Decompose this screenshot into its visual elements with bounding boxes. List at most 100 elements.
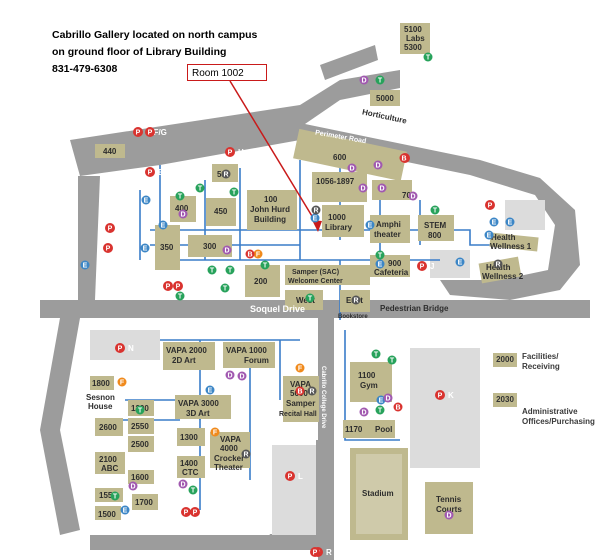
parking-extra-4-marker-letter: P — [313, 550, 318, 557]
elevator-2-marker — [140, 243, 150, 253]
building-2100-abc — [95, 452, 125, 474]
parking-pk-marker-letter: P — [438, 393, 443, 400]
building-2550 — [128, 418, 154, 434]
label-horticulture: Horticulture — [361, 107, 408, 125]
building-vapa-3000 — [175, 395, 231, 419]
transit-6-marker — [175, 291, 185, 301]
disabled-8-marker — [237, 371, 247, 381]
gallery-phone: 831-479-6308 — [52, 63, 118, 75]
elevator-3-marker — [375, 259, 385, 269]
elevator-12-marker-letter: E — [123, 508, 128, 515]
building-1056 — [312, 172, 367, 202]
disabled-11-marker-letter: D — [361, 410, 366, 417]
transit-12-marker — [207, 265, 217, 275]
building-450 — [206, 198, 236, 226]
label-amphi: Amphi — [376, 220, 401, 229]
label-5300: 5300 — [404, 43, 422, 52]
label-100: 100 — [264, 195, 278, 204]
transit-2-marker — [175, 191, 185, 201]
building-1170-pool — [343, 420, 395, 438]
transit-4-marker — [260, 260, 270, 270]
label-2dart: 2D Art — [172, 356, 196, 365]
soquel-drive-label: Soquel Drive — [250, 304, 305, 314]
parking-ph-marker-letter: P — [228, 150, 233, 157]
parking-ph-marker — [225, 147, 235, 157]
parking-pab-marker — [173, 281, 183, 291]
parking-lot-label-pr: R — [326, 548, 332, 557]
parking-pe-marker — [145, 167, 155, 177]
transit-11-marker — [188, 485, 198, 495]
south-west-road — [40, 318, 80, 535]
elevator-9-marker — [310, 213, 320, 223]
parking-pp-marker-letter: P — [488, 203, 493, 210]
transit-3-marker — [229, 187, 239, 197]
callout-arrow — [312, 220, 322, 232]
label-theater2: Theater — [214, 463, 243, 472]
label-3dart: 3D Art — [186, 409, 210, 418]
food-2-marker-letter: F — [120, 380, 125, 387]
label-800: 800 — [428, 231, 442, 240]
label-tennis: Tennis — [436, 495, 462, 504]
bus-0-marker-letter: B — [401, 156, 406, 163]
transit-16-marker-letter: T — [378, 253, 383, 260]
label-900: 900 — [388, 259, 402, 268]
transit-10-marker — [135, 405, 145, 415]
west-road — [78, 176, 100, 300]
parking-lot-label-pk: K — [448, 391, 454, 400]
transit-16-marker — [375, 250, 385, 260]
label-vapa5000a: VAPA — [290, 380, 311, 389]
disabled-2-marker-letter: D — [375, 163, 380, 170]
disabled-9-marker — [128, 481, 138, 491]
transit-14-marker — [430, 205, 440, 215]
transit-13-marker-letter: T — [228, 268, 233, 275]
disabled-3-marker — [358, 183, 368, 193]
food-1-marker — [210, 427, 220, 437]
parking-extra-2-marker — [181, 507, 191, 517]
label-cafeteria: Cafeteria — [374, 268, 409, 277]
parking-pp-marker — [485, 200, 495, 210]
disabled-0-marker — [359, 75, 369, 85]
elevator-8-marker — [365, 220, 375, 230]
food-3-marker — [295, 363, 305, 373]
disabled-6-marker — [222, 245, 232, 255]
lot-l — [272, 445, 316, 535]
disabled-2-marker — [373, 160, 383, 170]
transit-14-marker-letter: T — [433, 208, 438, 215]
restroom-0-marker-letter: R — [223, 172, 228, 179]
transit-9-marker — [375, 405, 385, 415]
label-1170: 1170 — [345, 425, 363, 434]
restroom-2-marker-letter: R — [495, 262, 500, 269]
label-pool: Pool — [375, 425, 392, 434]
restroom-4-marker-letter: R — [243, 452, 248, 459]
parking-pc-marker-letter: P — [106, 246, 111, 253]
legend-2030-num: 2030 — [493, 393, 517, 407]
label-1550: 1550 — [99, 491, 117, 500]
parking-lot-label-ph: H — [238, 148, 244, 157]
label-vapa1000: VAPA 1000 — [226, 346, 267, 355]
transit-17-marker-letter: T — [198, 186, 203, 193]
elevator-12-marker — [120, 505, 130, 515]
parking-extra-0-marker-letter: P — [148, 130, 153, 137]
parking-lot-label-pfg: P/F/G — [146, 128, 167, 137]
stadium-field — [350, 448, 408, 540]
building-1600 — [128, 470, 154, 484]
elevator-7-marker-letter: E — [487, 233, 492, 240]
disabled-4-marker — [377, 183, 387, 193]
south-road — [90, 535, 320, 550]
label-1100: 1100 — [358, 371, 376, 380]
elevator-1-marker — [80, 260, 90, 270]
parking-extra-1-marker — [163, 281, 173, 291]
building-vapa-5000 — [283, 376, 319, 422]
legend-2000-text: Facilities/ Receiving — [522, 352, 560, 372]
gallery-location-line2: on ground floor of Library Building — [52, 46, 227, 58]
parking-extra-4-marker — [310, 547, 320, 557]
building-2600 — [95, 418, 123, 436]
building-2500 — [128, 436, 154, 452]
transit-17-marker — [195, 183, 205, 193]
transit-15-marker-letter: T — [308, 296, 313, 303]
parking-pn-marker-letter: P — [118, 346, 123, 353]
parking-lot-label-pc: C — [116, 244, 122, 253]
label-recital: Recital Hall — [279, 411, 317, 418]
disabled-5-marker-letter: D — [180, 212, 185, 219]
